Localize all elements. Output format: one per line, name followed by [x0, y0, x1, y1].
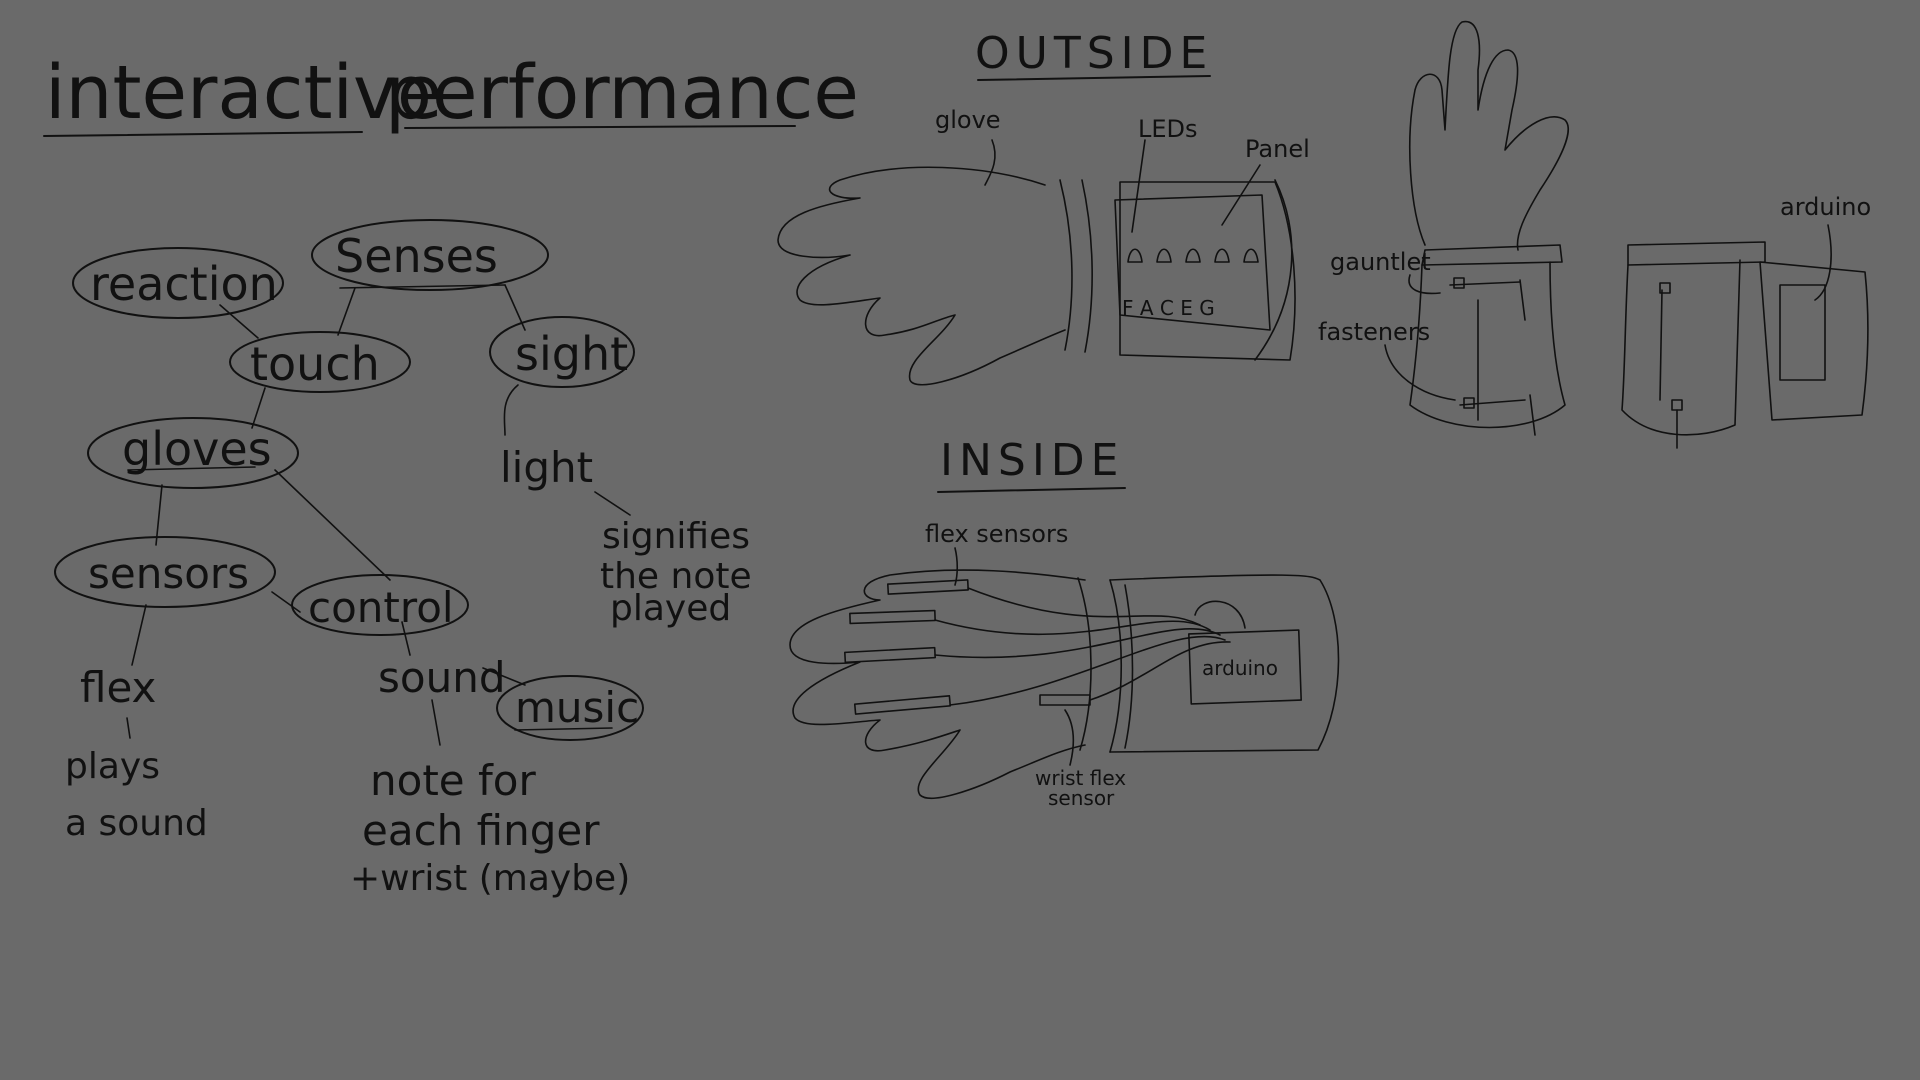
node-touch: touch: [250, 337, 380, 391]
mind-map: reaction Senses touch sight gloves senso…: [54, 219, 752, 899]
title-underline-2: [404, 125, 796, 129]
node-senses-underline: [339, 284, 506, 289]
text-signifies-2: the note: [600, 556, 752, 597]
node-control-ellipse: [291, 574, 469, 636]
node-senses-ellipse: [311, 219, 549, 291]
edge-light-signifies: [594, 491, 631, 516]
inside-heading: INSIDE: [940, 435, 1124, 486]
outside-gauntlet-open-drawing: [1621, 241, 1869, 449]
text-signifies-3: played: [610, 588, 731, 629]
edge-flex-plays: [126, 717, 131, 739]
outside-section: OUTSIDE F A C E G glove LEDs Panel: [777, 20, 1871, 449]
edge-sound-note: [431, 699, 441, 746]
text-note-1: note for: [370, 756, 536, 805]
label-wrist-1: wrist flex: [1035, 766, 1126, 790]
pointer-arduino-outside: [1814, 224, 1832, 301]
node-sensors-ellipse: [54, 536, 276, 608]
label-arduino-inside: arduino: [1202, 656, 1278, 680]
title-part-2: performance: [385, 50, 859, 136]
edge-gloves-sensors: [155, 484, 163, 546]
label-arduino-outside: arduino: [1780, 193, 1871, 221]
node-senses: Senses: [335, 229, 498, 283]
pointer-gauntlet: [1408, 274, 1441, 295]
text-light: light: [500, 443, 593, 492]
node-music: music: [515, 683, 639, 732]
node-sensors: sensors: [88, 549, 249, 598]
edge-sensors-flex: [131, 604, 147, 666]
label-panel: Panel: [1245, 135, 1310, 163]
text-plays-2: a sound: [65, 803, 208, 844]
text-signifies-1: signifies: [602, 516, 750, 557]
edge-senses-touch: [337, 287, 356, 336]
text-note-3: +wrist (maybe): [350, 858, 630, 899]
edge-gloves-control: [274, 469, 391, 581]
label-wrist-2: sensor: [1048, 786, 1115, 810]
led-row: [1127, 248, 1259, 263]
node-gloves-ellipse: [87, 417, 299, 489]
edge-sensors-control: [271, 591, 301, 613]
edge-reaction-touch: [219, 304, 259, 339]
inside-section: INSIDE flex sensors arduino wrist flex s…: [789, 435, 1340, 810]
text-flex: flex: [80, 663, 156, 712]
edge-sight-light: [503, 384, 519, 436]
title-group: interactive performance: [43, 50, 859, 137]
edge-sound-music: [482, 667, 526, 686]
inside-glove-drawing: [789, 569, 1340, 799]
text-sound: sound: [378, 653, 505, 702]
node-music-ellipse: [496, 675, 644, 741]
pointer-panel: [1221, 164, 1261, 226]
node-sight-ellipse: [489, 316, 635, 388]
pointer-wrist: [1064, 709, 1075, 766]
text-plays-1: plays: [65, 746, 160, 787]
pointer-flex-sensors: [954, 547, 959, 586]
text-note-2: each finger: [362, 806, 600, 855]
node-control: control: [308, 583, 454, 632]
title-part-1: interactive: [45, 50, 442, 136]
node-sight: sight: [515, 327, 628, 381]
pointer-glove: [984, 139, 996, 186]
outside-glove-side-drawing: F A C E G: [777, 166, 1296, 386]
label-leds: LEDs: [1138, 115, 1198, 143]
pointer-leds: [1131, 139, 1146, 233]
title-underline-1: [43, 131, 363, 137]
label-gauntlet: gauntlet: [1330, 248, 1431, 276]
edge-control-sound: [401, 621, 411, 656]
label-fasteners: fasteners: [1318, 318, 1430, 346]
pointer-fasteners: [1384, 344, 1456, 401]
inside-heading-underline: [937, 487, 1126, 493]
label-glove: glove: [935, 106, 1001, 134]
panel-notes-label: F A C E G: [1122, 296, 1215, 320]
node-touch-ellipse: [229, 331, 411, 393]
label-flex-sensors: flex sensors: [925, 520, 1068, 548]
node-gloves-underline: [127, 466, 256, 471]
outside-heading-underline: [977, 75, 1211, 81]
node-reaction: reaction: [90, 257, 278, 311]
outside-heading: OUTSIDE: [975, 28, 1213, 79]
node-reaction-ellipse: [72, 247, 284, 319]
node-music-underline: [514, 727, 613, 731]
edge-touch-gloves: [251, 387, 266, 429]
outside-hand-front-drawing: [1409, 20, 1569, 436]
